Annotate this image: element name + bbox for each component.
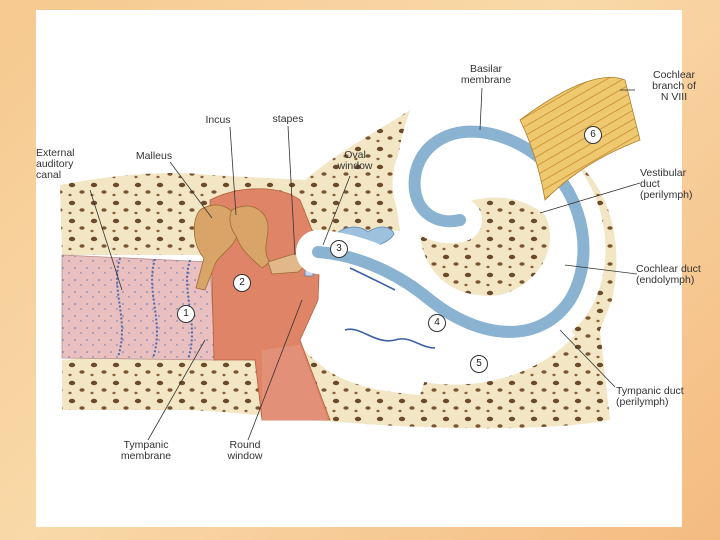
upper-temporal-bone (60, 110, 410, 255)
malleus-shape (193, 204, 239, 291)
incus-shape (229, 205, 271, 269)
marker-4: 4 (428, 314, 446, 332)
cochlear-duct-band (312, 125, 590, 338)
leader-lines (89, 87, 641, 441)
label-tympanic-duct: Tympanic duct(perilymph) (616, 385, 684, 408)
marker-3: 3 (330, 240, 348, 258)
wave-arrow-lower (344, 328, 436, 349)
label-malleus: Malleus (135, 150, 173, 162)
canal-wave-2 (151, 258, 158, 359)
marker-6: 6 (584, 126, 602, 144)
label-cochlear-duct: Cochlear duct(endolymph) (636, 263, 701, 286)
canal-wave-1 (116, 257, 123, 358)
marker-5: 5 (470, 355, 488, 373)
wave-arrow-upper (349, 267, 396, 291)
marker-1: 1 (177, 305, 195, 323)
ear-anatomy-illustration (60, 77, 641, 441)
tympanic-duct-channel (318, 300, 575, 385)
label-incus: Incus (205, 114, 231, 126)
auditory-tube (262, 345, 328, 420)
cochlear-nerve (519, 77, 641, 201)
marker-2: 2 (233, 274, 251, 292)
label-stapes: stapes (272, 113, 304, 125)
